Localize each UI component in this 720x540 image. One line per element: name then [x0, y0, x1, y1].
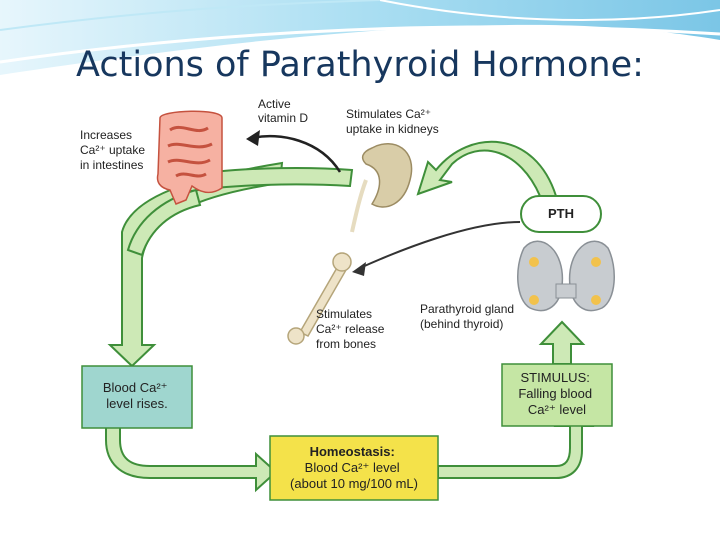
homeostasis-line: (about 10 mg/100 mL) — [290, 476, 418, 491]
intestine-label: Increases Ca²⁺ uptake in intestines — [80, 128, 148, 172]
header-swoosh — [0, 0, 720, 75]
stimulus-line: STIMULUS: — [521, 370, 590, 385]
blood-rises-text: Blood Ca²⁺ level rises. — [103, 380, 171, 411]
blood-rises-line: Blood Ca²⁺ — [103, 380, 168, 395]
homeostasis-text: Homeostasis: Blood Ca²⁺ level (about 10 … — [290, 444, 418, 491]
vitamin-d-arrow — [246, 130, 342, 173]
pth-label: PTH — [548, 206, 574, 221]
bone-illustration — [287, 252, 352, 345]
pth-to-bone-arrow — [352, 221, 521, 276]
gland-label: Parathyroid gland (behind thyroid) — [420, 302, 517, 331]
intestine-illustration — [156, 110, 223, 205]
bone-label-line: from bones — [316, 337, 376, 351]
gland-label-line: (behind thyroid) — [420, 317, 503, 331]
vitamin-d-label-line: vitamin D — [258, 111, 308, 125]
intestine-label-line: in intestines — [80, 158, 143, 172]
stimulus-text: STIMULUS: Falling blood Ca²⁺ level — [518, 370, 595, 417]
pth-oval — [520, 195, 602, 233]
homeostasis-title: Homeostasis: — [310, 444, 395, 459]
stimulus-line: Falling blood — [518, 386, 592, 401]
intestine-label-line: Increases — [80, 128, 132, 142]
vitamin-d-label: Active vitamin D — [258, 97, 308, 125]
left-branch-arrow — [126, 188, 202, 257]
parathyroid-gland-illustration — [517, 240, 615, 312]
stimulus-box — [501, 363, 613, 427]
gland-label-line: Parathyroid gland — [420, 302, 514, 316]
homeostasis-box — [269, 435, 439, 501]
kidney-label: Stimulates Ca²⁺ uptake in kidneys — [346, 107, 439, 136]
slide-title: Actions of Parathyroid Hormone: — [76, 45, 644, 85]
kidney-label-line: Stimulates Ca²⁺ — [346, 107, 431, 121]
bone-label: Stimulates Ca²⁺ release from bones — [316, 307, 388, 351]
homeostasis-line: Blood Ca²⁺ level — [305, 460, 400, 475]
kidney-label-line: uptake in kidneys — [346, 122, 439, 136]
blood-rises-line: level rises. — [106, 396, 167, 411]
bone-label-line: Ca²⁺ release — [316, 322, 385, 336]
pth-to-kidney-arrow — [416, 140, 558, 197]
intestine-label-line: Ca²⁺ uptake — [80, 143, 145, 157]
stimulus-to-gland-arrow — [538, 320, 586, 365]
blood-rises-box — [81, 365, 193, 429]
stimulus-line: Ca²⁺ level — [528, 402, 586, 417]
vitamin-d-label-line: Active — [258, 97, 291, 111]
kidney-illustration — [350, 143, 413, 233]
bone-label-line: Stimulates — [316, 307, 372, 321]
